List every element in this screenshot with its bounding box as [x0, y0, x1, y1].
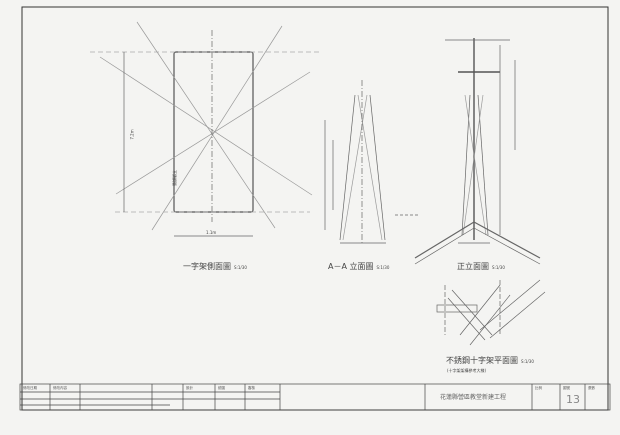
- header-revision-content: 修改內容: [53, 386, 67, 390]
- plan-view-subtitle: (十字架架構參考大樣): [447, 368, 487, 373]
- header-scale: 比例: [535, 386, 542, 390]
- project-title: 花蓮縣營區教堂新建工程: [440, 394, 507, 401]
- title-block: [19, 383, 611, 411]
- sheet-number: 13: [566, 393, 580, 406]
- front-view-drawing: [414, 38, 541, 265]
- side-material-note: 不銹鋼管: [172, 170, 177, 186]
- header-sheet-no: 圖號: [563, 386, 570, 390]
- drawing-frame: [21, 6, 609, 411]
- header-revision-date: 修改日期: [23, 386, 37, 390]
- side-view-drawing: [90, 21, 320, 237]
- plan-view-drawing: [436, 279, 546, 346]
- header-drawn: 繪圖: [218, 386, 225, 390]
- header-design: 設計: [186, 386, 193, 390]
- side-width-dim: 1.1m: [206, 230, 217, 235]
- side-height-dim: 7.2m: [129, 129, 135, 140]
- header-sheet-count: 張數: [588, 386, 595, 390]
- header-checked: 審核: [248, 386, 255, 390]
- section-aa-drawing: [324, 80, 420, 245]
